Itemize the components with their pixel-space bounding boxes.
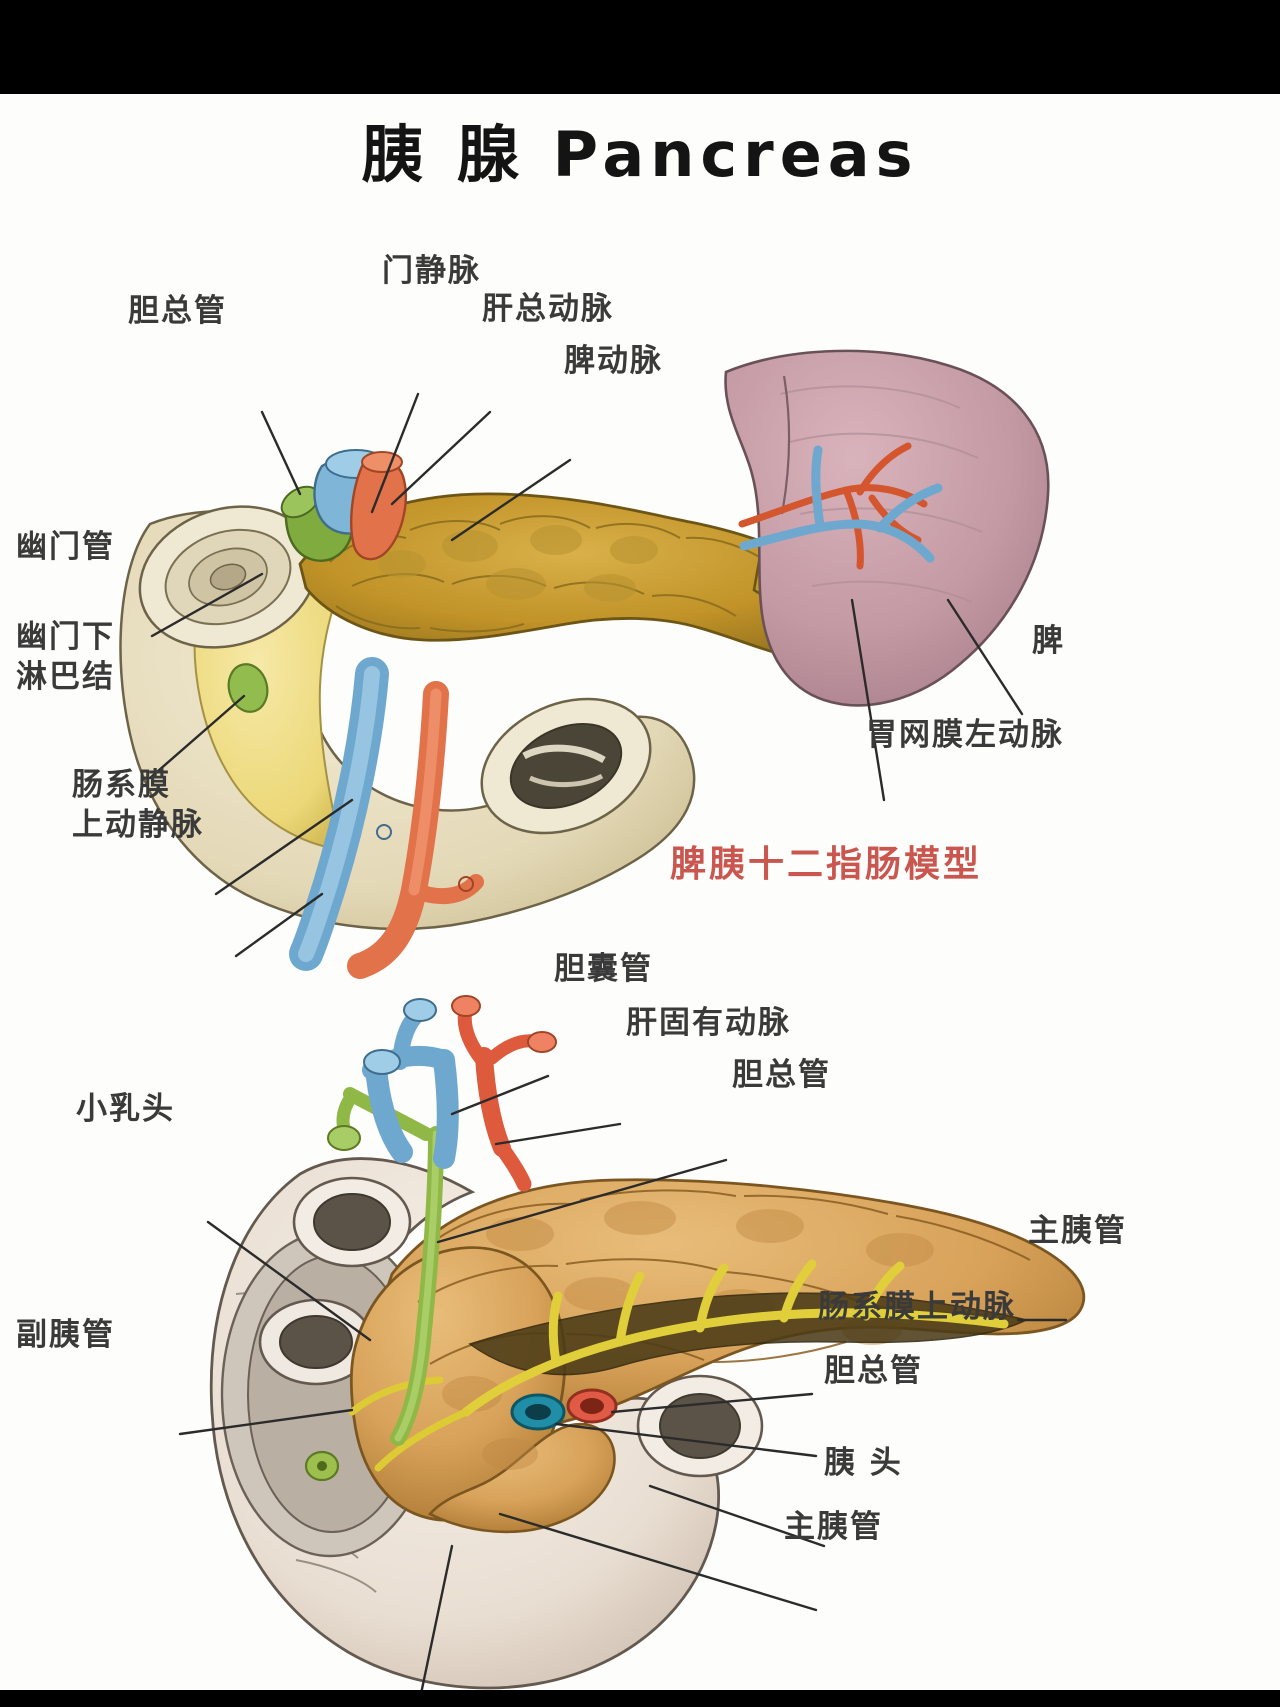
label-common-bile-duct-top: 胆总管 xyxy=(732,1057,831,1093)
portal-vein-lower xyxy=(362,1004,459,1169)
label-left-gastroepiploic-artery: 胃网膜左动脉 xyxy=(866,717,1064,753)
proper-hepatic-artery-vessel xyxy=(457,1001,547,1192)
poster-sheet: 胰 腺 Pancreas xyxy=(0,94,1280,1690)
jejunum-cut-lumen xyxy=(509,723,623,809)
label-main-pancreatic-duct: 主胰管 xyxy=(1028,1213,1127,1249)
superior-mesenteric-vein-upper xyxy=(289,657,389,971)
splenic-vein-vessel xyxy=(739,445,943,563)
label-main-pancreatic-duct-2: 主胰管 xyxy=(784,1509,883,1545)
common-bile-duct-lower-vessel xyxy=(390,1126,444,1446)
main-pancreatic-duct-vessel xyxy=(461,1259,1009,1417)
label-superior-mesenteric-vessels: 肠系膜 上动静脉 xyxy=(72,767,204,843)
duodenum-cut-superior-lumen xyxy=(313,1193,391,1251)
jejunum-fold-2 xyxy=(528,773,604,788)
page-title: 胰 腺 Pancreas xyxy=(361,118,919,191)
upper-figure-illustration xyxy=(119,349,1086,1690)
label-cystic-duct: 胆囊管 xyxy=(554,951,653,987)
label-common-bile-duct: 胆总管 xyxy=(128,293,227,329)
cha-cut-end xyxy=(361,451,403,473)
pha-cut-end xyxy=(451,995,481,1017)
minor-papilla-orifice xyxy=(317,1461,327,1471)
duodenum-cut-lumen xyxy=(209,563,247,591)
portal-vein-lower-cut-end xyxy=(363,1049,401,1075)
label-pyloric-canal: 幽门管 xyxy=(16,529,115,565)
sma-lumen xyxy=(580,1398,604,1414)
duodenum-cut-distal-lumen xyxy=(659,1393,741,1459)
figure-caption-upper: 脾胰十二指肠模型 xyxy=(670,844,983,885)
label-spleen: 脾 xyxy=(1032,623,1065,659)
jejunum-fold-1 xyxy=(522,744,606,764)
label-portal-vein: 门静脉 xyxy=(382,253,481,289)
smv-lumen xyxy=(525,1404,551,1420)
portal-vein-branch-cut xyxy=(403,998,437,1022)
letterbox-bottom xyxy=(0,1690,1280,1707)
pha-branch-cut xyxy=(527,1031,557,1053)
label-common-hepatic-artery: 肝总动脉 xyxy=(482,291,614,327)
duodenum-cut-mid-lumen xyxy=(279,1315,353,1369)
label-superior-mesenteric-artery: 肠系膜上动脉 xyxy=(818,1289,1016,1325)
smv-branch-stub xyxy=(376,824,392,840)
label-splenic-artery: 脾动脉 xyxy=(564,343,663,379)
label-proper-hepatic-artery: 肝固有动脉 xyxy=(626,1005,791,1041)
label-common-bile-duct-lower: 胆总管 xyxy=(824,1353,923,1389)
cystic-duct-cut-end xyxy=(327,1125,361,1151)
pancreas-uncinate-process xyxy=(427,1422,616,1534)
lower-leader-lines xyxy=(178,1074,1068,1690)
upper-leader-lines xyxy=(148,392,1024,958)
spleen-notch xyxy=(780,375,791,515)
common-hepatic-artery-upper xyxy=(350,457,407,561)
sma-branch-stub xyxy=(458,876,474,892)
accessory-pancreatic-duct-vessel xyxy=(348,1376,470,1472)
letterbox-top xyxy=(0,0,1280,94)
label-pancreatic-head: 胰 头 xyxy=(824,1445,903,1481)
label-accessory-pancreatic-duct: 副胰管 xyxy=(16,1317,115,1353)
label-subpyloric-lymph-node: 幽门下 淋巴结 xyxy=(16,619,115,695)
label-minor-papilla: 小乳头 xyxy=(76,1091,175,1127)
